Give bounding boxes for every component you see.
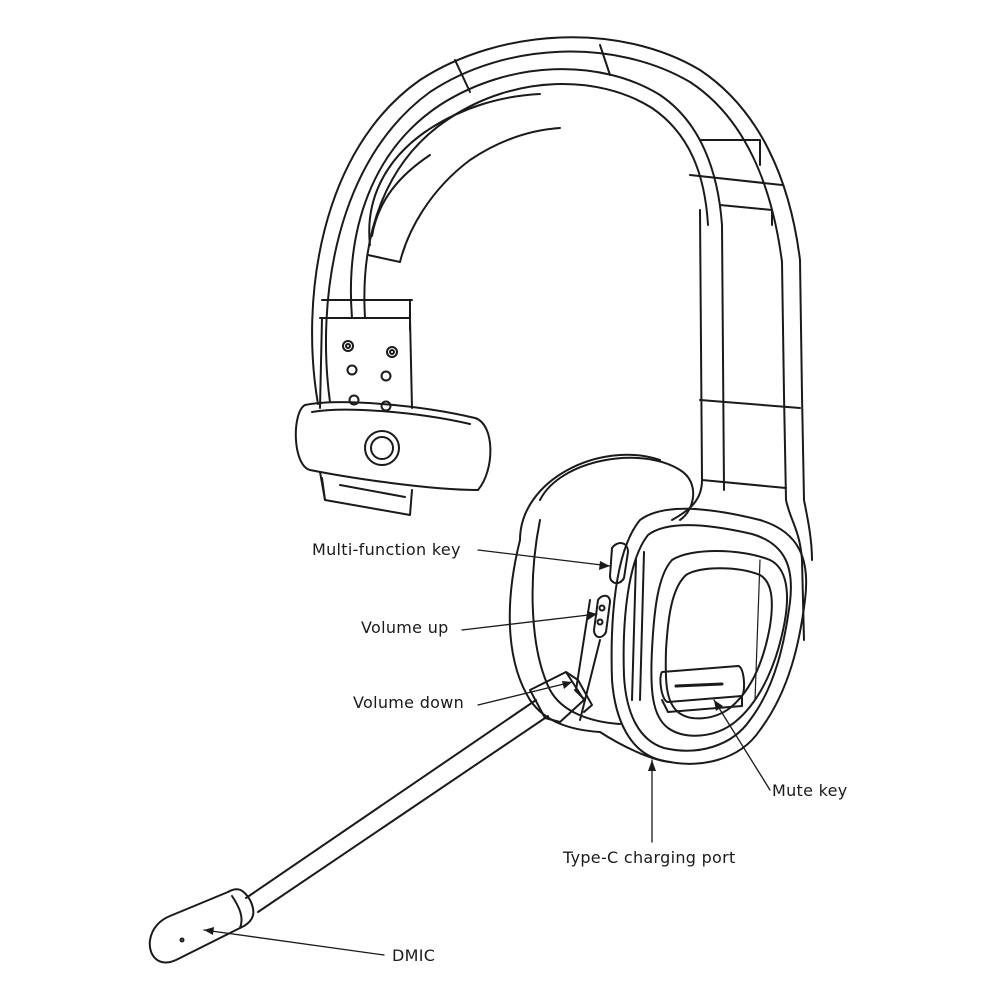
earcup-arm [671,209,813,641]
callout-dmic: DMIC [392,946,436,965]
callout-mute-key: Mute key [772,781,848,800]
callout-multifunction-key: Multi-function key [312,540,461,559]
headband-end-pad [294,401,492,516]
callout-typec-charging-port: Type-C charging port [563,848,736,867]
earcup-shell [610,507,808,765]
ear-cushion [508,453,695,763]
boom-mic [148,671,593,964]
leader-mute [713,699,771,791]
leader-lines [203,549,771,956]
headband [311,36,803,405]
callout-volume-up: Volume up [361,618,449,637]
leader-dmic [203,929,385,956]
callout-volume-down: Volume down [353,693,465,712]
leader-volume-down [477,681,573,706]
leader-arrowheads [204,561,723,935]
mute-key [659,665,746,713]
leader-volume-up [461,613,598,631]
leader-multifunction [477,549,611,567]
slider-bracket [319,317,413,412]
